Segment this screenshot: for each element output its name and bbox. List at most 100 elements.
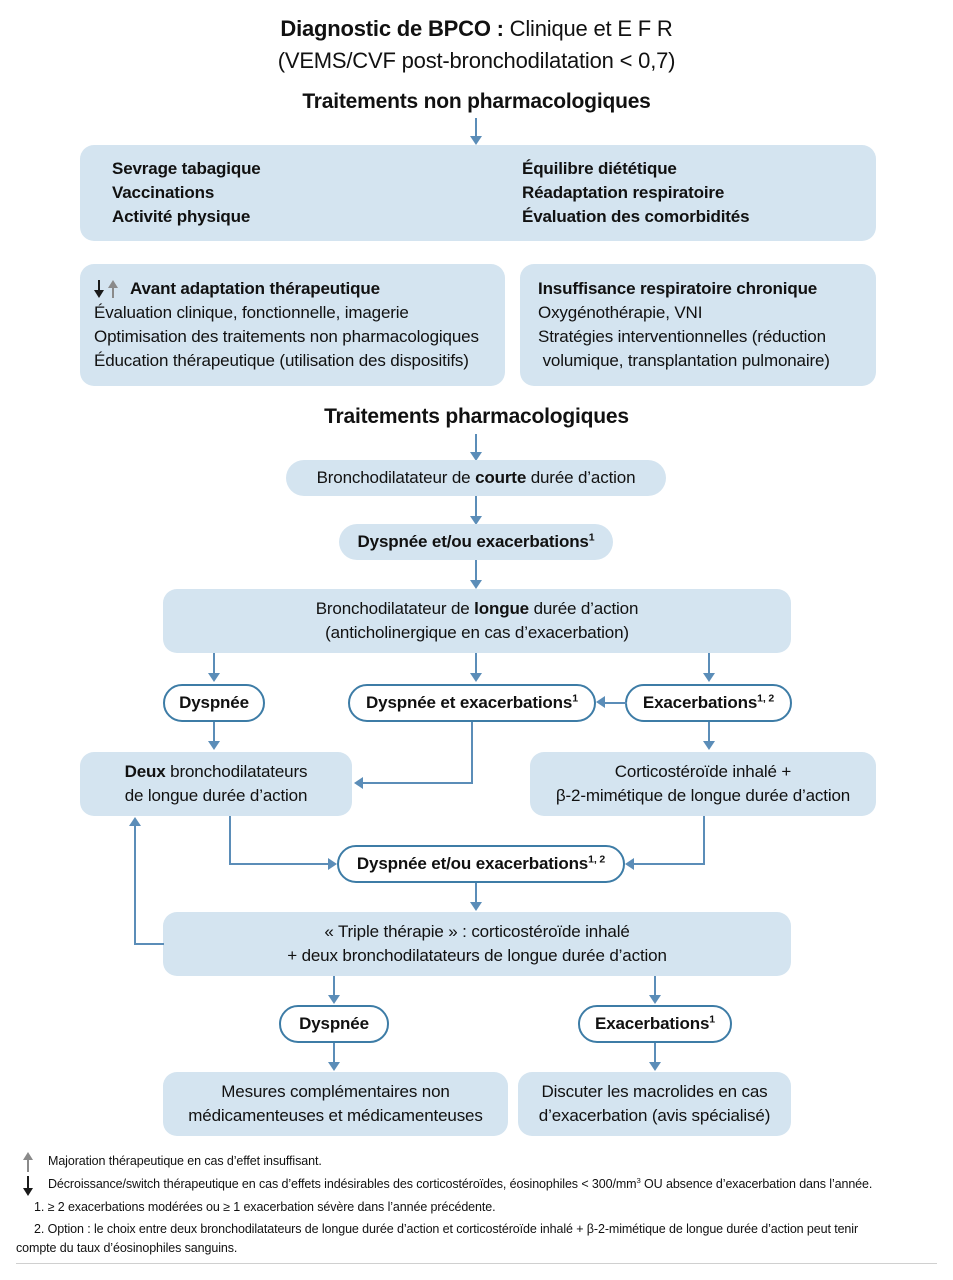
footnotes-section: Majoration thérapeutique en cas d’effet … [16,1152,941,1258]
arrowhead-decision1-to-long-acting [470,580,482,589]
chronic-respiratory-failure-box: Insuffisance respiratoire chronique Oxyg… [520,264,876,386]
short-acting-bronchodilator-box: Bronchodilatateur de courte durée d’acti… [286,460,666,496]
arrowhead-ics-laba-to-decision2 [625,858,634,870]
arrowhead-long-acting-to-dyspnee-exac [470,673,482,682]
arrowhead-exac-to-ics-laba [703,741,715,750]
long-acting-pre: Bronchodilatateur de [315,598,475,618]
outcome-complementary-measures-box: Mesures complémentaires non médicamenteu… [163,1072,508,1136]
resp-failure-line-2: volumique, transplantation pulmonaire) [538,351,830,371]
short-acting-text: Bronchodilatateur de courte durée d’acti… [317,466,636,490]
section-title-pharmacological: Traitements pharmacologiques [324,405,629,428]
nonpharma-left-item-1: Vaccinations [112,182,215,202]
footnote-down-arrow: Décroissance/switch thérapeutique en cas… [16,1175,941,1194]
nonpharma-left-item-0: Sevrage tabagique [112,158,261,178]
footnote-1-text: 1. ≥ 2 exacerbations modérées ou ≥ 1 exa… [34,1199,496,1214]
arrowhead-decision2-to-triple-therapy [470,902,482,911]
decision-dyspnea-or-exacerbations-1: Dyspnée et/ou exacerbations1 [339,524,613,560]
connector-final-dyspnea-to-outcome [333,1043,335,1065]
diagram-title-line-2: (VEMS/CVF post-bronchodilatation < 0,7) [277,48,676,73]
branch-dyspnea-and-exacerbations-box: Dyspnée et exacerbations1 [348,684,596,722]
decision1-label: Dyspnée et/ou exacerbations [357,531,589,551]
final-dyspnea-text: Dyspnée [299,1013,369,1033]
decision2-label: Dyspnée et/ou exacerbations [356,853,589,873]
connector-feedback-horizontal [134,943,164,945]
inhaled-corticosteroid-plus-laba-box: Corticostéroïde inhalé + β-2-mimétique d… [530,752,876,816]
diagram-title-line-1: Diagnostic de BPCO : Clinique et E F R [0,16,953,42]
adaptation-line-2: Éducation thérapeutique (utilisation des… [94,351,469,371]
two-bronchodilators-line1: Deux bronchodilatateurs [125,760,308,784]
connector-decision2-to-triple-therapy [475,883,477,905]
nonpharma-right-item-2: Évaluation des comorbidités [522,207,750,227]
final-exac-footnote-ref: 1 [709,1013,715,1026]
decision-dyspnea-or-exacerbations-2: Dyspnée et/ou exacerbations1, 2 [337,845,625,883]
connector-ics-laba-to-decision2-horizontal [634,863,705,865]
arrowhead-short-acting-to-decision1 [470,516,482,525]
footnote-down-superscript: 3 [636,1175,641,1185]
branch-exac-footnote-ref: 1, 2 [757,692,775,705]
branch-exac-text: Exacerbations1, 2 [643,691,774,715]
footnote-1: 1. ≥ 2 exacerbations modérées ou ≥ 1 exa… [16,1198,941,1217]
adaptation-line-1: Optimisation des traitements non pharmac… [94,327,479,346]
footnote-2: 2. Option : le choix entre deux bronchod… [16,1220,941,1258]
two-bronchodilators-line2: de longue durée d’action [124,786,308,805]
footnote-2-line-1: 2. Option : le choix entre deux bronchod… [34,1222,859,1237]
short-acting-post: durée d’action [526,467,636,487]
connector-pharma-title-to-short-acting [475,434,477,454]
section-title-non-pharmacological: Traitements non pharmacologiques [302,90,651,113]
arrowhead-triple-therapy-to-final-exac [649,995,661,1004]
nonpharma-right-item-1: Réadaptation respiratoire [522,182,725,202]
outcome-left-line2: médicamenteuses et médicamenteuses [188,1106,483,1125]
connector-final-exac-to-outcome [654,1043,656,1065]
arrowhead-feedback-to-two-bronchodilators [129,817,141,826]
arrowhead-final-exac-to-outcome [649,1062,661,1071]
final-dyspnea-box: Dyspnée [279,1005,389,1043]
connector-title-to-nonpharma [475,118,477,138]
connector-long-acting-to-dyspnee [213,653,215,675]
triple-therapy-line1: « Triple thérapie » : corticostéroïde in… [324,921,630,941]
nonpharma-right-item-0: Équilibre diététique [522,158,677,178]
outcome-left-line1: Mesures complémentaires non [221,1081,450,1101]
outcome-right-line2: d’exacerbation (avis spécialisé) [538,1106,771,1125]
connector-two-bronchodilators-to-decision2-horizontal [229,863,328,865]
footnote-down-a: Décroissance/switch thérapeutique en cas… [48,1176,637,1191]
nonpharma-left-item-2: Activité physique [112,207,251,227]
long-acting-emphasis: longue [474,598,529,618]
long-acting-bronchodilator-box: Bronchodilatateur de longue durée d’acti… [163,589,791,653]
branch-dyspnea-exac-label: Dyspnée et exacerbations [366,692,573,712]
adaptation-heading-text: Avant adaptation thérapeutique [130,278,380,298]
down-up-arrows-icon [94,279,128,298]
connector-triple-therapy-to-final-dyspnea [333,976,335,998]
connector-exac-to-dyspnea-exac [605,702,627,704]
non-pharmacological-treatments-box: Sevrage tabagique Vaccinations Activité … [80,145,876,241]
final-exac-label: Exacerbations [595,1013,710,1033]
diagnosis-rest: Clinique et E F R [503,16,673,41]
connector-short-acting-to-decision1 [475,496,477,518]
connector-feedback-vertical [134,826,136,945]
arrowhead-dyspnea-exac-to-two-bronchodilators [354,777,363,789]
triple-therapy-box: « Triple thérapie » : corticostéroïde in… [163,912,791,976]
arrowhead-dyspnea-to-two-bronchodilators [208,741,220,750]
diagnosis-label: Diagnostic de BPCO : [280,16,504,41]
arrowhead-long-acting-to-dyspnee [208,673,220,682]
resp-failure-heading: Insuffisance respiratoire chronique [538,278,818,298]
connector-triple-therapy-to-final-exac [654,976,656,998]
bottom-divider [16,1263,937,1264]
branch-dyspnea-box: Dyspnée [163,684,265,722]
arrowhead-title-to-nonpharma [470,136,482,145]
connector-ics-laba-to-decision2-vertical [703,816,705,864]
arrowhead-long-acting-to-exac [703,673,715,682]
outcome-macrolides-box: Discuter les macrolides en cas d’exacerb… [518,1072,791,1136]
adaptation-line-0: Évaluation clinique, fonctionnelle, imag… [94,302,409,322]
connector-dyspnea-exac-elbow-horizontal [363,782,473,784]
connector-two-bronchodilators-to-decision2-vertical [229,816,231,864]
footnote-up-arrow: Majoration thérapeutique en cas d’effet … [16,1152,941,1171]
connector-exac-to-ics-laba [708,722,710,744]
footnote-up-arrow-text: Majoration thérapeutique en cas d’effet … [48,1154,322,1168]
connector-dyspnea-exac-elbow-vertical [471,722,473,784]
outcome-right-line1: Discuter les macrolides en cas [541,1081,768,1101]
footnote-down-arrow-text: Décroissance/switch thérapeutique en cas… [48,1175,941,1194]
short-acting-emphasis: courte [475,467,527,487]
resp-failure-line-0: Oxygénothérapie, VNI [538,302,703,322]
branch-dyspnea-exac-footnote-ref: 1 [572,692,578,705]
two-bronchodilators-emphasis: Deux [124,761,166,781]
